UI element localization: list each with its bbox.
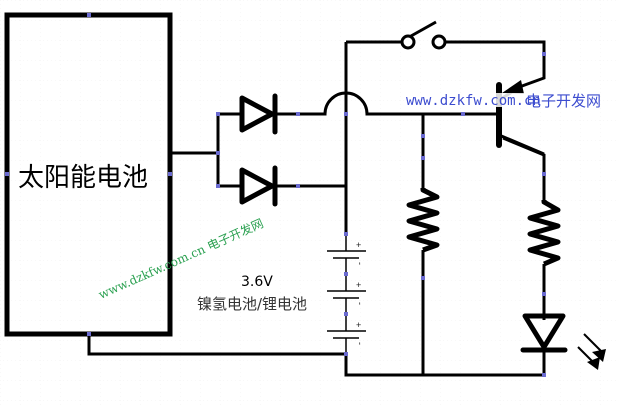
battery-voltage-label: 3.6V — [241, 274, 273, 290]
switch — [400, 20, 447, 50]
wire-panel-bottom — [87, 334, 346, 356]
battery-cell-1-plus: + — [356, 240, 361, 250]
battery-type-label: 镍氢电池/锂电池 — [197, 295, 307, 313]
base-resistor — [406, 187, 440, 253]
led-resistor — [527, 199, 561, 267]
battery-cell-1-minus: - — [355, 262, 365, 265]
led — [520, 313, 606, 370]
battery-cell-2-minus: - — [355, 302, 365, 305]
watermark-blue-url: www.dzkfw.com.cn — [406, 93, 541, 109]
diode-upper — [239, 93, 278, 135]
battery-cell-3-minus: - — [355, 342, 365, 345]
diode-lower — [239, 165, 278, 207]
wire-bottom-return — [344, 355, 544, 377]
watermark-blue-cn: 电子开发网 — [526, 92, 601, 110]
battery-polarity-marks: + - + - + - — [355, 240, 365, 345]
battery-cell-3-plus: + — [356, 320, 361, 330]
solar-panel-label: 太阳能电池 — [18, 163, 148, 193]
wires — [87, 40, 546, 377]
light-emission-arrows-icon — [577, 333, 606, 370]
junction-markers — [5, 13, 546, 377]
battery-cell-2-plus: + — [356, 280, 361, 290]
watermark-blue: www.dzkfw.com.cn 电子开发网 — [404, 92, 601, 110]
